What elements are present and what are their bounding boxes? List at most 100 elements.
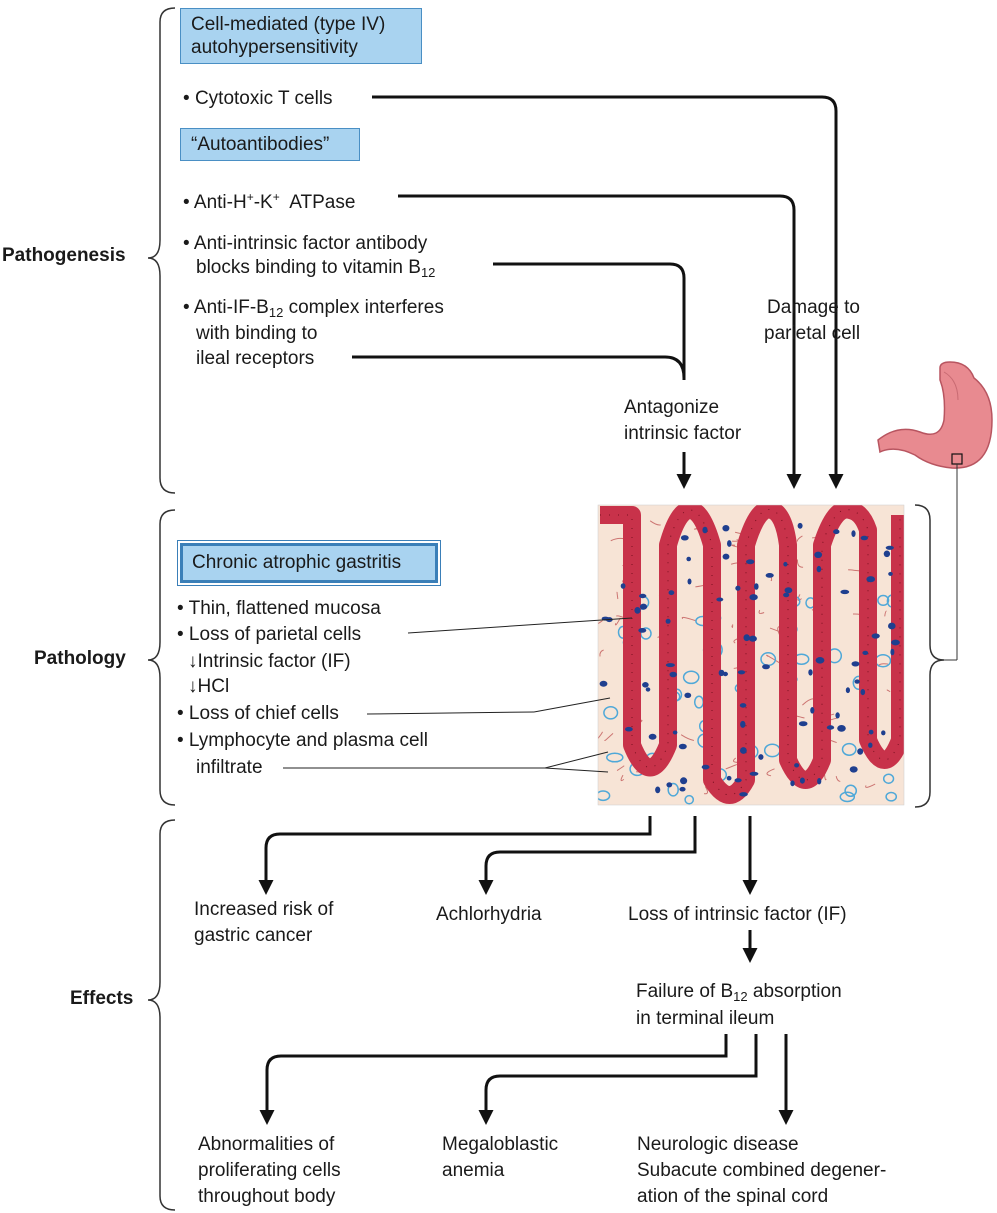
- stomach-icon: [877, 361, 993, 661]
- lymphocyte-nucleus: [702, 526, 708, 534]
- lymphocyte-nucleus: [860, 689, 866, 696]
- lymphocyte-nucleus: [599, 680, 608, 687]
- lymphocyte-nucleus: [665, 618, 671, 624]
- lymphocyte-nucleus: [749, 594, 758, 601]
- lymphocyte-nucleus: [638, 628, 647, 633]
- plasma-cell: [598, 790, 611, 802]
- lymphocyte-nucleus: [837, 725, 846, 732]
- lymphocyte-nucleus: [790, 780, 795, 787]
- arrow-megaloblastic: [478, 1034, 758, 1125]
- lymphocyte-nucleus: [737, 670, 746, 675]
- risk-line2: gastric cancer: [194, 925, 313, 946]
- lymphocyte-nucleus: [891, 639, 900, 646]
- cell-mediated-box: Cell-mediated (type IV) autohypersensiti…: [180, 8, 422, 64]
- lymphocyte-nucleus: [655, 786, 661, 794]
- line-anti-ifb12: [352, 355, 686, 379]
- tissue-fiber: [835, 776, 841, 782]
- plasma-cell: [841, 742, 857, 756]
- tissue-fiber: [604, 733, 614, 741]
- anti-hk-sup2: +: [272, 190, 280, 204]
- lymphocyte-nucleus: [810, 707, 815, 714]
- item-anti-ifb12: • Anti-IF-B12 complex interferes: [183, 297, 444, 320]
- megaloblastic-line2: anemia: [442, 1160, 505, 1181]
- plasma-cell: [606, 752, 624, 763]
- tissue-fiber: [649, 520, 661, 526]
- pathology-pointer-lines: [283, 617, 633, 773]
- lymphocyte-nucleus: [727, 540, 732, 547]
- lymphocyte-nucleus: [735, 585, 741, 591]
- lymphocyte-nucleus: [722, 525, 730, 532]
- tissue-fiber: [732, 757, 739, 763]
- lymphocyte-nucleus: [645, 687, 651, 692]
- tissue-fiber: [758, 609, 765, 614]
- failure-post: absorption: [747, 981, 842, 1002]
- tissue-fiber: [614, 617, 621, 626]
- brace-tissue: [914, 504, 945, 808]
- neurologic-line2: Subacute combined degener-: [637, 1160, 887, 1181]
- brace-pathology: [147, 509, 176, 806]
- lymphocyte-nucleus: [888, 622, 896, 630]
- lymphocyte-nucleus: [799, 777, 805, 784]
- pathology-item-lymphocyte: • Lymphocyte and plasma cell: [177, 730, 428, 751]
- cell-mediated-line2: autohypersensitivity: [191, 37, 358, 58]
- lymphocyte-nucleus: [680, 777, 688, 785]
- pathogenesis-arrows: [352, 95, 844, 489]
- lymphocyte-nucleus: [718, 669, 725, 677]
- anti-ifb12-line3: ileal receptors: [196, 348, 315, 369]
- item-anti-if: • Anti-intrinsic factor antibody: [183, 233, 428, 254]
- anti-if-line2-text: blocks binding to vitamin B: [196, 257, 421, 278]
- tissue-fiber: [599, 649, 604, 657]
- autoantibodies-box: “Autoantibodies”: [180, 128, 360, 161]
- lymphocyte-nucleus: [672, 730, 678, 735]
- tissue-fiber: [796, 559, 804, 568]
- plasma-cell: [667, 782, 679, 797]
- lymphocyte-nucleus: [639, 593, 647, 599]
- pathology-item-parietal: • Loss of parietal cells: [177, 624, 362, 645]
- lymphocyte-nucleus: [668, 590, 675, 596]
- plasma-cell: [839, 791, 856, 803]
- plasma-cell: [844, 784, 858, 798]
- lymphocyte-nucleus: [866, 576, 875, 583]
- antagonize-line1: Antagonize: [624, 397, 720, 418]
- risk-line1: Increased risk of: [194, 899, 334, 920]
- tissue-fiber: [848, 569, 861, 572]
- effects-arrows: [258, 816, 794, 1125]
- tissue-fiber: [865, 783, 876, 788]
- failure-sub: 12: [733, 989, 748, 1004]
- lymphocyte-nucleus: [743, 634, 750, 642]
- lymphocyte-nucleus: [642, 682, 649, 688]
- pathology-item-chief: • Loss of chief cells: [177, 703, 339, 724]
- lymphocyte-nucleus: [881, 730, 886, 736]
- lymphocyte-nucleus: [620, 583, 626, 589]
- lymphocyte-nucleus: [797, 522, 803, 529]
- lymphocyte-nucleus: [857, 748, 864, 755]
- lymphocyte-nucleus: [734, 778, 742, 783]
- lymphocyte-nucleus: [833, 529, 840, 535]
- lymphocyte-nucleus: [680, 535, 689, 541]
- item-anti-if-line2: blocks binding to vitamin B12: [196, 256, 435, 284]
- item-cytotoxic: • Cytotoxic T cells: [183, 88, 333, 109]
- abnormalities-line3: throughout body: [198, 1186, 336, 1207]
- anti-ifb12-post: complex interferes: [283, 297, 444, 318]
- cell-mediated-line1: Cell-mediated (type IV): [191, 14, 386, 35]
- antagonize-line2: intrinsic factor: [624, 423, 742, 444]
- abnormalities-line1: Abnormalities of: [198, 1134, 335, 1155]
- lymphocyte-nucleus: [849, 766, 858, 773]
- lymphocyte-nucleus: [860, 535, 868, 541]
- tissue-fiber: [680, 734, 695, 741]
- lymphocyte-nucleus: [794, 763, 800, 768]
- plasma-cell: [885, 791, 898, 802]
- section-label-pathology: Pathology: [34, 648, 126, 669]
- tissue-fiber: [731, 624, 734, 628]
- lymphocyte-nucleus: [862, 650, 869, 656]
- lymphocyte-nucleus: [625, 726, 633, 732]
- tissue-fiber: [884, 610, 887, 617]
- lymphocyte-nucleus: [666, 782, 673, 788]
- lymphocyte-nucleus: [845, 687, 851, 694]
- megaloblastic-line1: Megaloblastic: [442, 1134, 559, 1155]
- lymphocyte-nucleus: [669, 671, 677, 678]
- arrow-risk: [258, 816, 652, 895]
- failure-line2: in terminal ileum: [636, 1008, 775, 1029]
- tissue-fiber: [616, 765, 625, 772]
